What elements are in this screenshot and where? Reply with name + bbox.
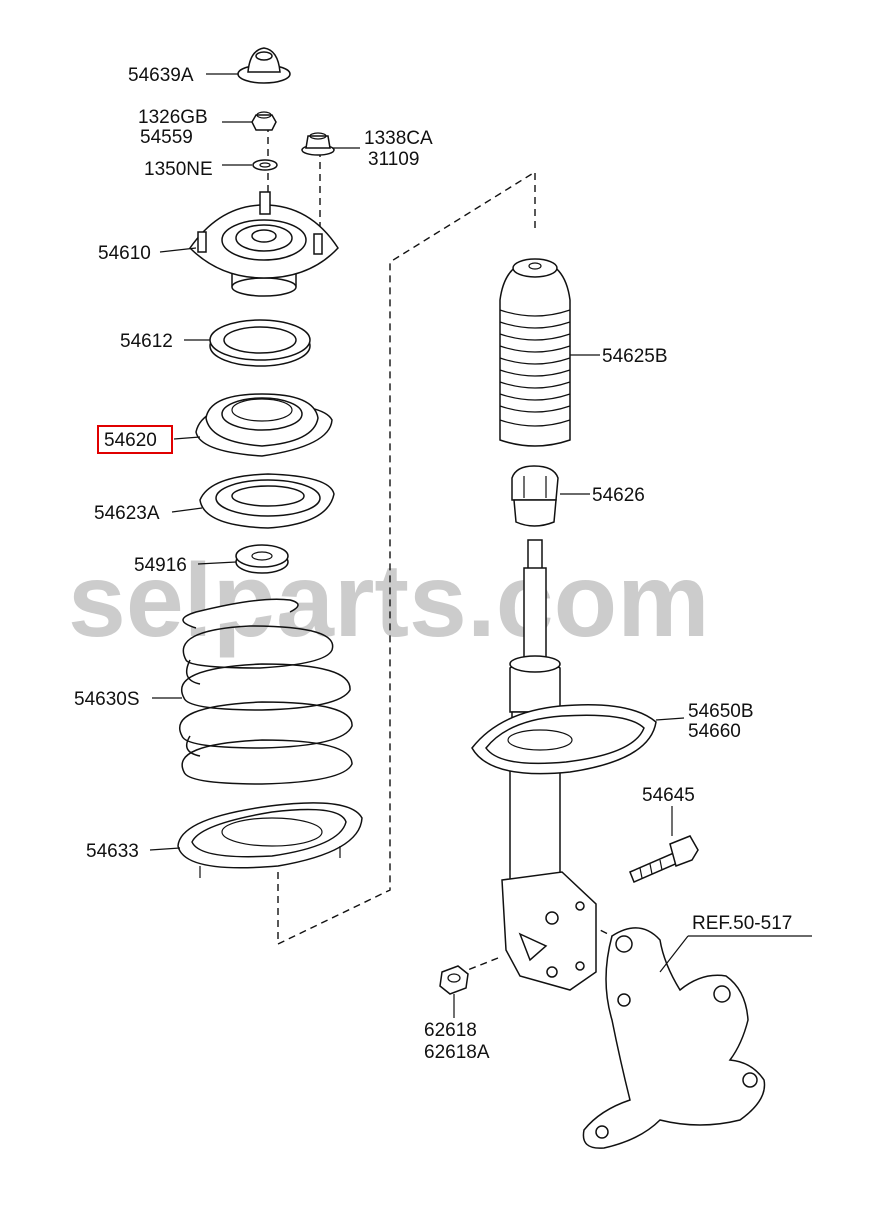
label-54612[interactable]: 54612 (120, 331, 173, 352)
part-54623a-spring-pad[interactable] (199, 473, 335, 529)
label-54650b[interactable]: 54650B (688, 701, 754, 722)
watermark: selparts.com (68, 543, 710, 659)
part-knuckle-ref[interactable] (582, 927, 766, 1149)
part-62618-nut[interactable] (439, 965, 469, 995)
leader-lines (149, 73, 812, 1018)
highlight-box (97, 425, 173, 454)
part-1326gb-nut[interactable] (251, 111, 277, 131)
part-54650b-spring-plate[interactable] (471, 703, 657, 775)
label-54639a[interactable]: 54639A (128, 65, 194, 86)
label-54623a[interactable]: 54623A (94, 503, 160, 524)
label-54559[interactable]: 54559 (140, 127, 193, 148)
part-54625b-dust-boot[interactable] (499, 258, 571, 447)
part-1350ne-washer[interactable] (252, 159, 278, 171)
label-62618[interactable]: 62618 (424, 1020, 477, 1041)
assembly-outline (277, 170, 536, 946)
part-1338ca-flange-nut[interactable] (301, 132, 335, 156)
label-54626[interactable]: 54626 (592, 485, 645, 506)
label-31109[interactable]: 31109 (368, 149, 419, 170)
part-54633-lower-pad[interactable] (177, 802, 363, 878)
label-62618a[interactable]: 62618A (424, 1042, 490, 1063)
part-54645-bolt[interactable] (629, 835, 699, 883)
part-54916-ring[interactable] (235, 544, 289, 574)
label-1350ne[interactable]: 1350NE (144, 159, 213, 180)
part-54626-bump-stop[interactable] (511, 465, 559, 527)
label-54610[interactable]: 54610 (98, 243, 151, 264)
label-54660[interactable]: 54660 (688, 721, 741, 742)
label-54630s[interactable]: 54630S (74, 689, 140, 710)
label-54620[interactable]: 54620 (104, 430, 157, 451)
label-1338ca[interactable]: 1338CA (364, 128, 433, 149)
label-54916[interactable]: 54916 (134, 555, 187, 576)
part-strut-bracket[interactable] (501, 871, 597, 991)
label-1326gb[interactable]: 1326GB (138, 107, 208, 128)
part-54620-spring-seat[interactable] (195, 393, 333, 457)
part-54610-strut-mount[interactable] (189, 191, 339, 297)
label-ref-50-517[interactable]: REF.50-517 (692, 913, 792, 934)
label-54633[interactable]: 54633 (86, 841, 139, 862)
part-54612-bearing[interactable] (209, 319, 311, 367)
part-54639a-cap[interactable] (237, 47, 291, 84)
label-54645[interactable]: 54645 (642, 785, 695, 806)
label-54625b[interactable]: 54625B (602, 346, 668, 367)
part-54630s-coil-spring[interactable] (179, 598, 353, 785)
